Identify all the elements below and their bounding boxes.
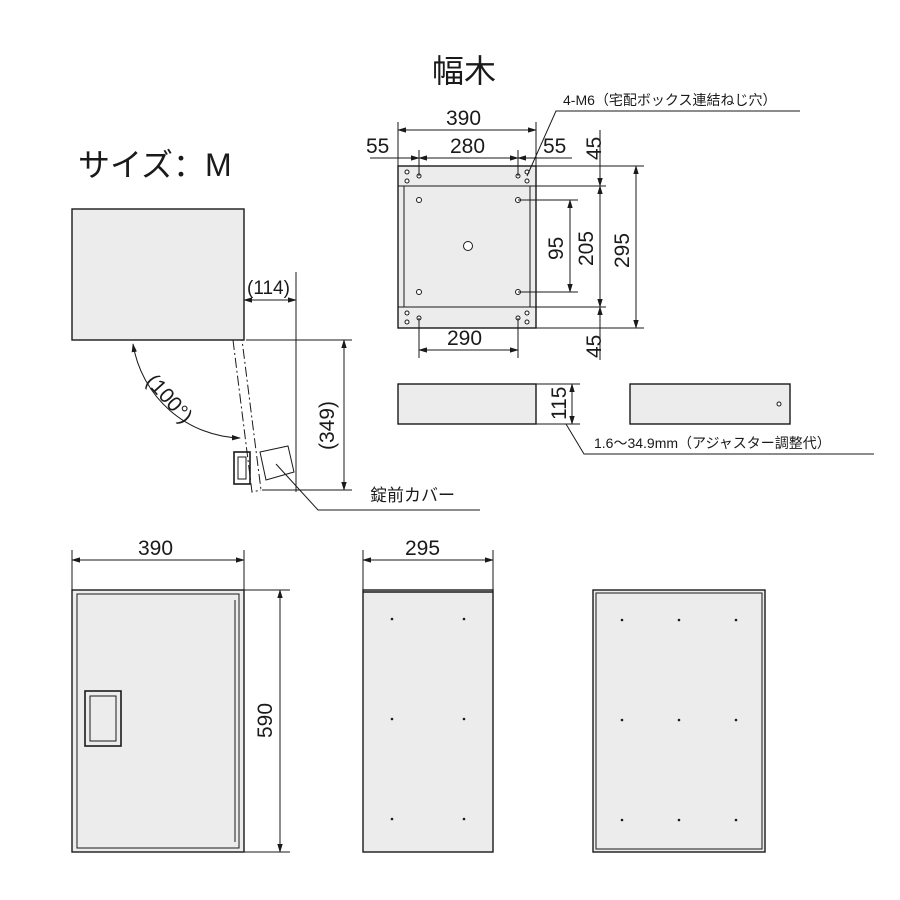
front-view: 390 590	[71, 537, 290, 853]
lock-cover-shape	[259, 445, 295, 481]
plinth-holes-span-label: 280	[450, 135, 485, 158]
adjuster-note: 1.6～34.9mm（アジャスター調整代）	[594, 435, 831, 451]
lock-cover-leader	[275, 463, 480, 511]
plinth-side-views: 115 1.6～34.9mm（アジャスター調整代）	[397, 383, 874, 455]
plinth-left-label: 55	[366, 135, 389, 158]
plinth-depth-label: 295	[611, 233, 634, 268]
lock-handle-inner	[237, 456, 247, 480]
plinth-width-label: 390	[446, 107, 481, 130]
plinth-bottom-span-label: 290	[447, 327, 482, 350]
side-view: 295	[362, 537, 494, 853]
screw-hole	[404, 319, 410, 325]
side-dot	[390, 717, 394, 721]
door-handle-inner	[89, 695, 117, 742]
screw-hole	[524, 319, 530, 325]
plinth-side-elevation	[629, 383, 791, 425]
side-dot	[462, 817, 466, 821]
front-width-label: 390	[138, 537, 173, 560]
back-dot	[677, 618, 681, 622]
open-angle-label: (100°)	[141, 370, 197, 428]
back-dot	[677, 718, 681, 722]
m6-leader	[526, 110, 800, 177]
plinth-bottom-label: 45	[583, 335, 606, 358]
size-title: サイズ：M	[78, 147, 232, 183]
plinth-title: 幅木	[432, 53, 496, 89]
side-body	[362, 589, 494, 853]
side-dot	[390, 817, 394, 821]
mount-hole	[416, 289, 422, 295]
screw-hole	[404, 310, 410, 316]
back-dot	[620, 718, 624, 722]
door-open-outline-inner	[232, 339, 262, 493]
screw-hole	[524, 310, 530, 316]
back-dot	[620, 818, 624, 822]
back-inner-frame	[595, 592, 763, 850]
plinth-height-label: 115	[548, 387, 571, 420]
plinth-top-view: 390 280 55 55 4-M6（宅配ボックス連結ねじ穴） 95 205 2…	[366, 92, 800, 360]
lock-cover-label: 錠前カバー	[370, 486, 455, 505]
plinth-side-hole	[776, 401, 782, 407]
center-hole	[463, 241, 473, 251]
open-depth-label: (349)	[316, 401, 339, 450]
plinth-holes-v-label: 95	[545, 237, 568, 260]
back-dot	[734, 818, 738, 822]
front-height-label: 590	[254, 703, 277, 738]
open-offset-label: (114)	[247, 278, 290, 299]
screw-hole	[524, 178, 530, 184]
side-depth-label: 295	[405, 537, 440, 560]
door-open-outline	[233, 339, 262, 491]
door-frame	[76, 593, 240, 849]
back-dot	[677, 818, 681, 822]
plinth-right-label: 55	[543, 135, 566, 158]
screw-hole	[404, 178, 410, 184]
adjuster-leader	[565, 423, 874, 455]
mount-hole	[416, 197, 422, 203]
back-view	[592, 589, 766, 853]
m6-note: 4-M6（宅配ボックス連結ねじ穴）	[563, 92, 776, 108]
side-dot	[462, 617, 466, 621]
back-dot	[620, 618, 624, 622]
box-side-body	[71, 208, 245, 341]
plinth-top-label: 45	[583, 137, 606, 160]
plinth-front-elevation	[397, 383, 537, 425]
angle-arc	[131, 343, 241, 441]
front-body	[71, 589, 245, 853]
back-dot	[734, 618, 738, 622]
screw-hole	[404, 169, 410, 175]
lock-handle	[233, 451, 251, 485]
side-dot	[462, 717, 466, 721]
back-dot	[734, 718, 738, 722]
plinth-inner-label: 205	[575, 231, 598, 266]
door-handle	[84, 690, 122, 747]
side-dot	[390, 617, 394, 621]
